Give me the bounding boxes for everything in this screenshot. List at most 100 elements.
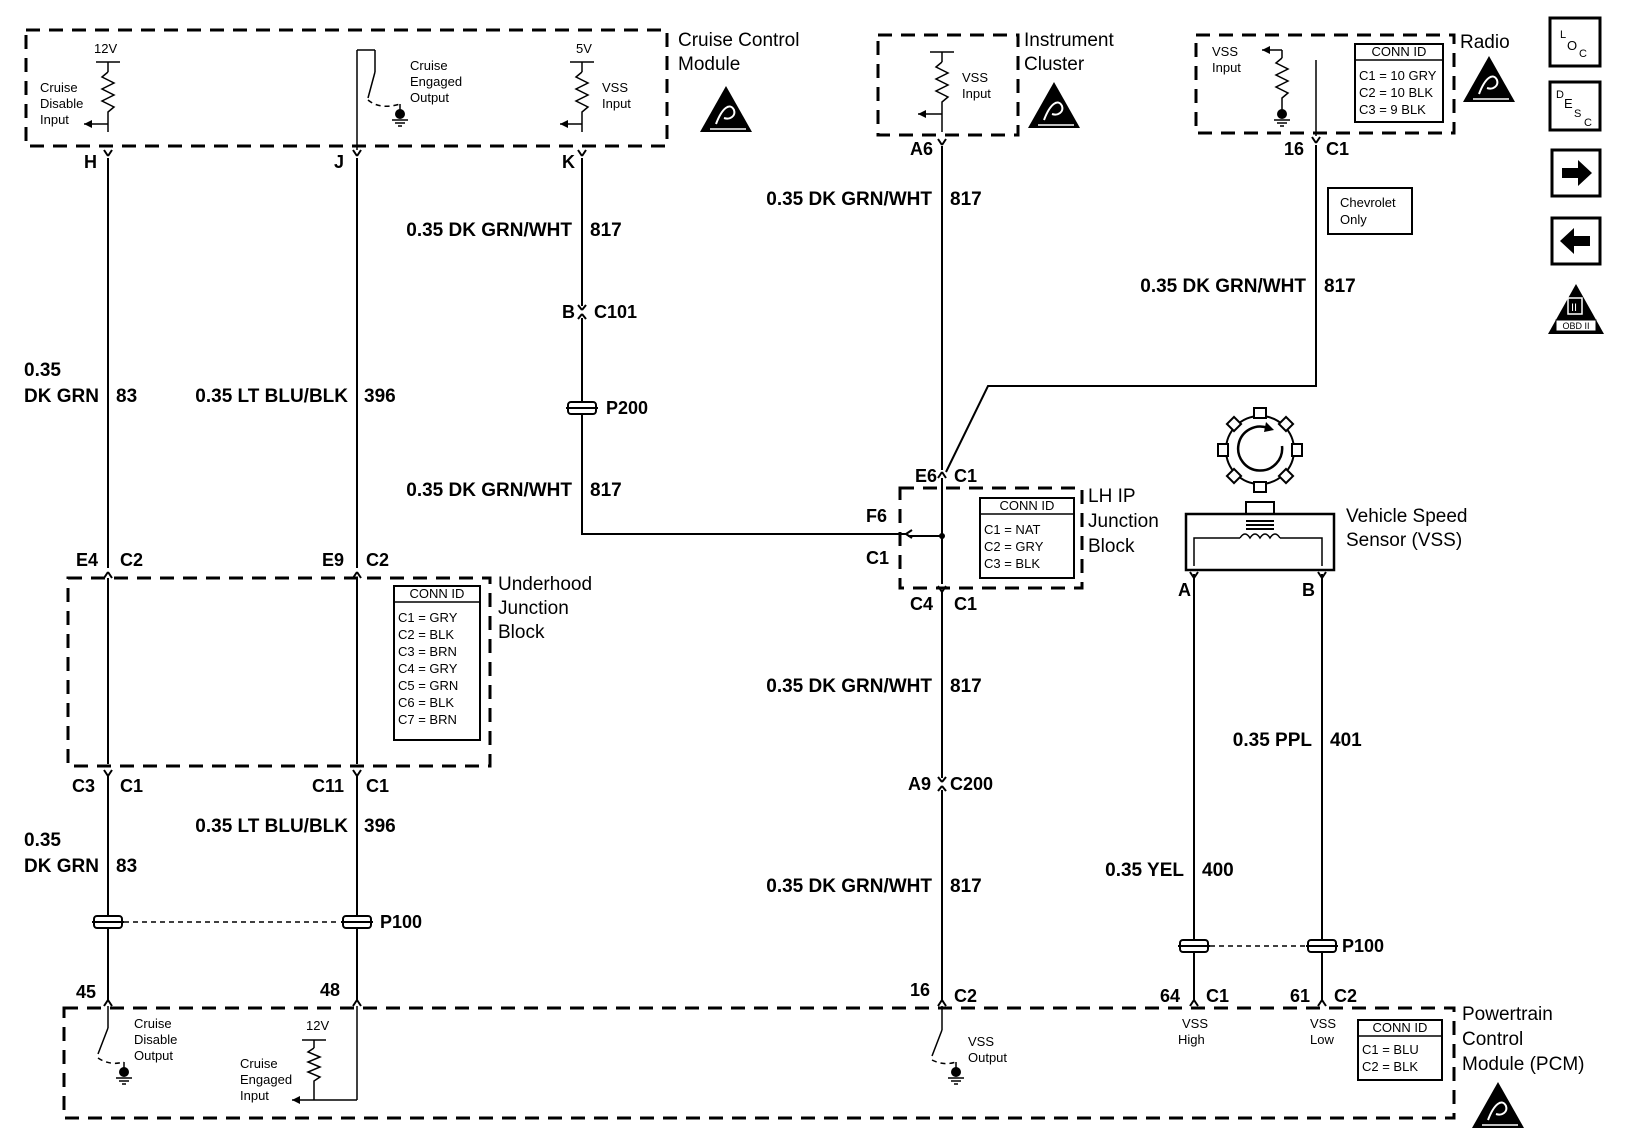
underhood-title-3: Block (498, 622, 545, 643)
splice-p200-label: P200 (606, 398, 648, 418)
pin-a6: A6 (910, 139, 933, 159)
pin-c11: C11 (312, 776, 344, 796)
pin-16-radio: 16 (1284, 139, 1304, 159)
resistor-h (100, 71, 116, 132)
pcm-conn-row: C1 = BLU (1362, 1042, 1419, 1057)
pcm-conn-header: CONN ID (1373, 1020, 1428, 1035)
switch-j (367, 71, 376, 99)
esd-radio-icon (1462, 55, 1516, 103)
splice-p100-label-left: P100 (380, 912, 422, 932)
wire-circuit-83-upper: 83 (116, 386, 137, 407)
wire-color-83-lower: DK GRN (24, 856, 99, 877)
cruise-engaged-output-2: Engaged (410, 74, 462, 89)
wire-label-396-upper: 0.35 LT BLU/BLK (195, 386, 348, 407)
underhood-conn-row: C2 = BLK (398, 627, 454, 642)
splice-p100-label-right: P100 (1342, 936, 1384, 956)
splice-p100-401-icon (1305, 939, 1339, 953)
underhood-conn-row: C4 = GRY (398, 661, 458, 676)
svg-text:C: C (1584, 117, 1592, 129)
pin-b-vss: B (1302, 580, 1315, 600)
obd-ii-label: OBD II (1562, 321, 1589, 331)
underhood-conn-row: C7 = BRN (398, 712, 457, 727)
svg-text:O: O (1567, 38, 1577, 53)
resistor-pcm-48 (306, 1047, 322, 1100)
splice-p100-396-icon (340, 915, 374, 929)
pin-48: 48 (320, 980, 340, 1000)
wire-circuit-83-lower: 83 (116, 856, 137, 877)
wire-circuit-400: 400 (1202, 860, 1234, 881)
svg-text:II: II (1571, 302, 1577, 314)
ground-radio-icon (1273, 103, 1291, 127)
inline-c200 (937, 776, 947, 792)
lh-ip-conn-header: CONN ID (1000, 498, 1055, 513)
esd-cruise-icon (699, 85, 753, 133)
next-arrow-icon[interactable] (1550, 148, 1602, 198)
pin-c2-61: C2 (1334, 986, 1357, 1006)
radio-conn-table: CONN ID C1 = 10 GRY C2 = 10 BLK C3 = 9 B… (1354, 43, 1444, 123)
cruise-disable-output-2: Disable (134, 1032, 177, 1047)
desc-nav-icon[interactable]: D E S C (1548, 80, 1602, 132)
radio-conn-header: CONN ID (1372, 44, 1427, 59)
lh-ip-title-2: Junction (1088, 511, 1159, 532)
pin-a9: A9 (908, 774, 931, 794)
vss-title-1: Vehicle Speed (1346, 506, 1468, 527)
pin-k: K (562, 152, 575, 172)
wire-gauge-83-lower: 0.35 (24, 830, 61, 851)
inline-c101 (577, 304, 587, 320)
prev-arrow-icon[interactable] (1550, 216, 1602, 266)
pin-c200: C200 (950, 774, 993, 794)
wire-label-817-cruise-upper: 0.35 DK GRN/WHT (406, 220, 572, 241)
pin-c2-e4: C2 (120, 550, 143, 570)
pcm-title-2: Control (1462, 1029, 1523, 1050)
pin-c1-e6: C1 (954, 466, 977, 486)
radio-box (1194, 33, 1456, 135)
wire-label-817-radio: 0.35 DK GRN/WHT (1140, 276, 1306, 297)
pin-c1-radio: C1 (1326, 139, 1349, 159)
wire-label-817-cruise-lower: 0.35 DK GRN/WHT (406, 480, 572, 501)
svg-text:E: E (1564, 96, 1573, 111)
pin-c1-f6: C1 (866, 548, 889, 568)
lh-ip-title-3: Block (1088, 536, 1135, 557)
vss-sensor-body (1184, 501, 1336, 572)
radio-title: Radio (1460, 32, 1510, 53)
v12-label-1: 12V (94, 41, 117, 56)
vss-title-2: Sensor (VSS) (1346, 530, 1462, 551)
pcm-box (62, 1006, 1456, 1120)
pin-16-pcm: 16 (910, 980, 930, 1000)
radio-conn-row: C1 = 10 GRY (1359, 68, 1437, 83)
ground-j-icon (391, 103, 409, 127)
lh-ip-conn-row: C3 = BLK (984, 556, 1040, 571)
lh-ip-conn-table: CONN ID C1 = NAT C2 = GRY C3 = BLK (979, 497, 1075, 579)
wire-circuit-817-cruise-lower: 817 (590, 480, 622, 501)
wire-circuit-396-upper: 396 (364, 386, 396, 407)
pcm-conn-row: C2 = BLK (1362, 1059, 1418, 1074)
instrument-cluster-title-2: Cluster (1024, 54, 1085, 75)
pin-f6: F6 (866, 506, 887, 526)
vss-input-radio-1: VSS (1212, 44, 1238, 59)
esd-pcm-icon (1471, 1081, 1525, 1129)
v5-label: 5V (576, 41, 592, 56)
obd-ii-icon[interactable]: II OBD II (1548, 284, 1604, 334)
svg-text:C: C (1579, 48, 1587, 60)
wire-817-radio (945, 145, 1317, 473)
svg-text:Only: Only (1340, 212, 1367, 227)
loc-nav-icon[interactable]: L O C (1548, 16, 1602, 68)
vss-input-cluster-2: Input (962, 86, 991, 101)
pcm-title-1: Powertrain (1462, 1004, 1553, 1025)
resistor-radio (1274, 57, 1290, 104)
cruise-disable-output-1: Cruise (134, 1016, 172, 1031)
pin-e9: E9 (322, 550, 344, 570)
wire-label-396-lower: 0.35 LT BLU/BLK (195, 816, 348, 837)
wire-label-817-cluster: 0.35 DK GRN/WHT (766, 189, 932, 210)
chevrolet-only-note: Chevrolet Only (1327, 187, 1413, 235)
esd-cluster-icon (1027, 81, 1081, 129)
lh-ip-junction-box (898, 486, 1084, 590)
cruise-engaged-output-3: Output (410, 90, 449, 105)
v12-label-2: 12V (306, 1018, 329, 1033)
pin-c2-16: C2 (954, 986, 977, 1006)
splice-p100-400-icon (1177, 939, 1211, 953)
instrument-cluster-title-1: Instrument (1024, 30, 1114, 51)
ground-pcm-16-icon (947, 1061, 965, 1085)
cruise-engaged-input-2: Engaged (240, 1072, 292, 1087)
